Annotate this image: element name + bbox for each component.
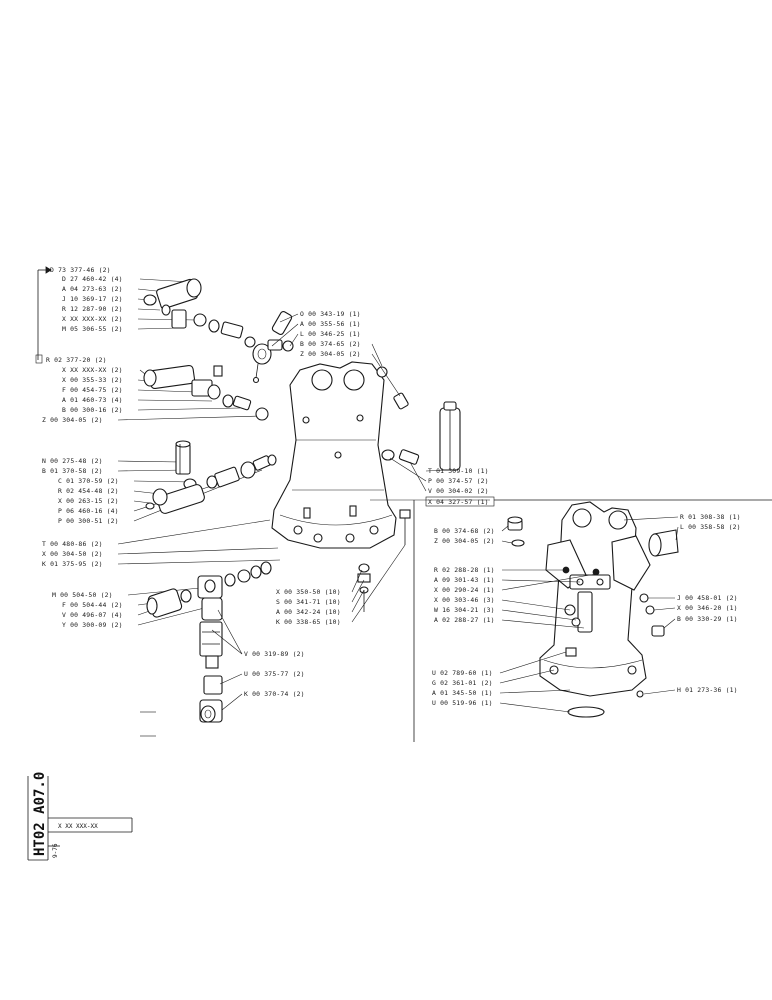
drawing-date: 9-76 — [52, 843, 59, 858]
label-p-00-300-51: P 00 300-51 (2) — [58, 517, 119, 525]
label-u-00-519-96: U 00 519-96 (1) — [432, 699, 493, 707]
label-x-xx-xxx-xx-b: X XX XXX-XX (2) — [62, 366, 123, 374]
label-y-00-300-09: Y 00 300-09 (2) — [62, 621, 123, 629]
label-t-01-309-10: T 01 309-10 (1) — [428, 467, 489, 475]
label-a-01-460-73: A 01 460-73 (4) — [62, 396, 123, 404]
label-b-00-300-16: B 00 300-16 (2) — [62, 406, 123, 414]
label-x-00-290-24: X 00 290-24 (1) — [434, 586, 495, 594]
label-x-04-327-57: X 04 327-57 (1) — [428, 498, 489, 506]
label-p-06-460-16: P 06 460-16 (4) — [58, 507, 119, 515]
label-g-02-361-01: G 02 361-01 (2) — [432, 679, 493, 687]
label-x-00-355-33: X 00 355-33 (2) — [62, 376, 123, 384]
label-v-00-304-02: V 00 304-02 (2) — [428, 487, 489, 495]
label-n-00-275-48: N 00 275-48 (2) — [42, 457, 103, 465]
center-label-column: O 00 343-19 (1) A 00 355-56 (1) L 00 346… — [244, 310, 489, 698]
label-x-00-303-46: X 00 303-46 (3) — [434, 596, 495, 604]
label-l-00-346-25: L 00 346-25 (1) — [300, 330, 361, 338]
reference-number: X XX XXX-XX — [58, 823, 98, 830]
center-pedestal — [271, 361, 397, 549]
left-label-column: D 73 377-46 (2) D 27 460-42 (4) A 04 273… — [42, 266, 123, 629]
label-j-00-458-01: J 00 458-01 (2) — [677, 594, 738, 602]
label-r-02-288-28: R 02 288-28 (1) — [434, 566, 495, 574]
label-k-00-338-65: K 00 338-65 (10) — [276, 618, 341, 626]
label-r-12-287-90: R 12 287-90 (2) — [62, 305, 123, 313]
right-assembled-pedestal — [539, 501, 651, 718]
label-m-05-306-55: M 05 306-55 (2) — [62, 325, 123, 333]
label-k-00-370-74: K 00 370-74 (2) — [244, 690, 305, 698]
label-u-00-375-77: U 00 375-77 (2) — [244, 670, 305, 678]
label-a-00-342-24: A 00 342-24 (10) — [276, 608, 341, 616]
label-z-00-304-05-c: Z 00 304-05 (2) — [434, 537, 495, 545]
label-a-02-288-27: A 02 288-27 (1) — [434, 616, 495, 624]
label-z-00-304-05-a: Z 00 304-05 (2) — [42, 416, 103, 424]
label-x-00-346-20: X 00 346-20 (1) — [677, 604, 738, 612]
label-b-00-374-68: B 00 374-68 (2) — [434, 527, 495, 535]
label-u-02-789-60: U 02 789-60 (1) — [432, 669, 493, 677]
title-block: HT02 A07.0 X XX XXX-XX 9-76 — [27, 772, 133, 861]
center-leader-lines — [140, 313, 495, 737]
right-loose-parts — [507, 516, 679, 698]
label-r-02-377-20: R 02 377-20 (2) — [46, 356, 107, 364]
label-x-00-263-15: X 00 263-15 (2) — [58, 497, 119, 505]
label-s-00-341-71: S 00 341-71 (10) — [276, 598, 341, 606]
label-t-00-480-86: T 00 480-86 (2) — [42, 540, 103, 548]
label-x-00-304-50: X 00 304-50 (2) — [42, 550, 103, 558]
label-f-00-504-44: F 00 504-44 (2) — [62, 601, 123, 609]
label-b-00-330-29: B 00 330-29 (1) — [677, 615, 738, 623]
label-k-01-375-95: K 01 375-95 (2) — [42, 560, 103, 568]
label-h-01-273-36: H 01 273-36 (1) — [677, 686, 738, 694]
label-d-73-377-46: D 73 377-46 (2) — [50, 266, 111, 274]
label-a-00-355-56: A 00 355-56 (1) — [300, 320, 361, 328]
label-a-01-345-50: A 01 345-50 (1) — [432, 689, 493, 697]
pin-assembly-upper — [252, 311, 294, 384]
label-m-00-504-50: M 00 504-50 (2) — [52, 591, 113, 599]
label-w-16-304-21: W 16 304-21 (3) — [434, 606, 495, 614]
label-j-10-369-17: J 10 369-17 (2) — [62, 295, 123, 303]
label-r-01-308-38: R 01 308-38 (1) — [680, 513, 741, 521]
valve-assembly — [146, 561, 272, 723]
drawing-code: HT02 A07.0 — [32, 772, 48, 856]
label-x-00-350-50: X 00 350-50 (10) — [276, 588, 341, 596]
label-v-00-496-07: V 00 496-07 (4) — [62, 611, 123, 619]
label-c-01-370-59: C 01 370-59 (2) — [58, 477, 119, 485]
label-z-00-304-05-b: Z 00 304-05 (2) — [300, 350, 361, 358]
label-p-00-374-57: P 00 374-57 (2) — [428, 477, 489, 485]
label-a-04-273-63: A 04 273-63 (2) — [62, 285, 123, 293]
label-f-00-454-75: F 00 454-75 (2) — [62, 386, 123, 394]
label-b-00-374-65: B 00 374-65 (2) — [300, 340, 361, 348]
panel-divider — [413, 499, 772, 742]
left-group-bracket — [35, 266, 52, 364]
right-label-column: B 00 374-68 (2) Z 00 304-05 (2) R 02 288… — [432, 513, 741, 707]
label-o-00-343-19: O 00 343-19 (1) — [300, 310, 361, 318]
right-leader-lines — [499, 516, 679, 713]
label-x-xx-xxx-xx-a: X XX XXX-XX (2) — [62, 315, 123, 323]
label-v-00-319-89: V 00 319-89 (2) — [244, 650, 305, 658]
center-right-pins — [376, 366, 461, 471]
label-l-00-358-58: L 00 358-58 (2) — [680, 523, 741, 531]
label-b-01-370-58: B 01 370-58 (2) — [42, 467, 103, 475]
label-a-09-301-43: A 09 301-43 (1) — [434, 576, 495, 584]
upper-cylinder-assembly — [143, 278, 256, 348]
lower-cylinder-assembly — [145, 440, 277, 514]
middle-cylinder-assembly — [143, 364, 269, 421]
label-d-27-460-42: D 27 460-42 (4) — [62, 275, 123, 283]
label-r-02-454-48: R 02 454-48 (2) — [58, 487, 119, 495]
